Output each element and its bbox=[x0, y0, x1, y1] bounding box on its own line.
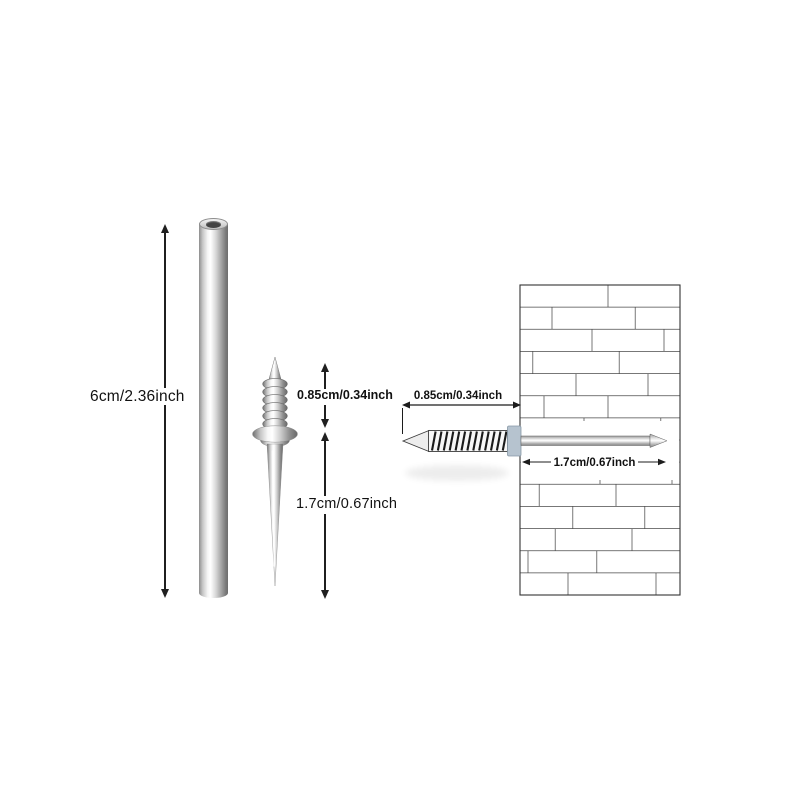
screw-upper-dim-arrow-bottom bbox=[320, 419, 329, 428]
wall-embedded-length-label: 1.7cm/0.67inch bbox=[554, 457, 636, 469]
screw-upper-dim-arrow-top bbox=[320, 363, 329, 372]
screw-lower-dim-line-top bbox=[324, 439, 326, 496]
embedded-label-backing bbox=[551, 452, 638, 470]
metal-tube bbox=[199, 224, 228, 598]
tube-dimension-line bbox=[164, 232, 166, 590]
brick-clearance-band bbox=[520, 421, 680, 480]
screw-thread-ridges bbox=[262, 378, 288, 430]
screw-highlight bbox=[271, 450, 276, 567]
tube-dimension-arrow-top bbox=[161, 224, 169, 233]
screw-lower-dim-arrow-top bbox=[320, 432, 329, 441]
screw-upper-dim-line-bottom bbox=[324, 405, 326, 420]
metal-tube-hole bbox=[206, 221, 221, 228]
screw-collar bbox=[252, 425, 298, 443]
screw-lower-dim-arrow-bottom bbox=[320, 590, 329, 599]
screw-upper-dim-line-top bbox=[324, 370, 326, 389]
wall-screw-tip bbox=[401, 429, 430, 453]
wall-screw-pin-tip bbox=[649, 433, 668, 448]
screw-upper-length-label: 0.85cm/0.34inch bbox=[297, 388, 393, 403]
wall-protruding-length-label: 0.85cm/0.34inch bbox=[414, 390, 502, 402]
screw-lower-length-label: 1.7cm/0.67inch bbox=[296, 496, 398, 513]
brick-wall-installation-illustration: 0.85cm/0.34inch 1.7cm/0.67inch bbox=[401, 284, 681, 596]
wall-screw-pin bbox=[520, 435, 651, 446]
tube-length-label: 6cm/2.36inch bbox=[90, 388, 185, 406]
wall-protruding-dimension bbox=[402, 401, 521, 434]
screw-lower-dim-line-bottom bbox=[324, 514, 326, 591]
wall-screw-collar bbox=[507, 425, 522, 457]
wall-mounted-screw-illustration bbox=[401, 425, 668, 457]
wall-screw-coil-threads bbox=[430, 431, 508, 451]
tube-dimension-arrow-bottom bbox=[161, 589, 169, 598]
screw-top-tip bbox=[268, 356, 282, 382]
screw-bottom-spike bbox=[266, 443, 284, 587]
screw-shadow bbox=[405, 465, 509, 481]
double-headed-screw-illustration bbox=[252, 356, 298, 587]
